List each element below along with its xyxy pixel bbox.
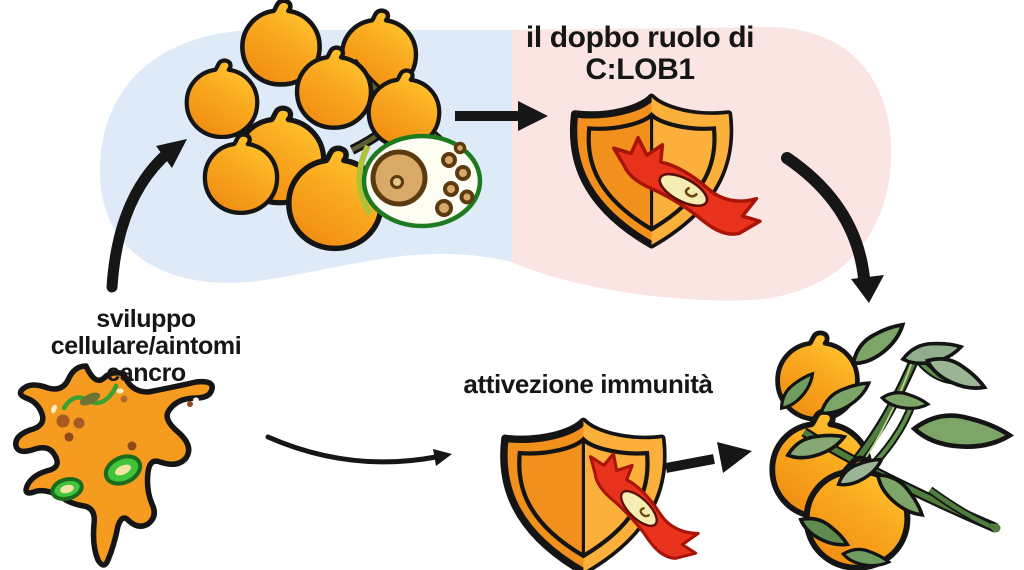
label-cancer-development: sviluppo cellulare/aintomi cancro (0, 306, 292, 387)
arrows-layer (106, 101, 884, 473)
orange-cross-section (356, 133, 483, 229)
arrow-down-curve-icon (781, 152, 884, 303)
diagram-title: il dopbo ruolo di C:LOB1 (525, 21, 755, 87)
orange-cluster-illustration (187, 1, 483, 249)
arrow-right-bottom-icon (665, 442, 752, 473)
arrow-right-top-icon (455, 101, 548, 131)
label-immune-activation: attivezione immunità (463, 369, 713, 399)
orange-branch-illustration (772, 314, 1011, 570)
arrow-thin-curve-icon (265, 434, 452, 466)
arrow-up-curve-icon (106, 139, 187, 293)
cancer-cell-illustration (13, 363, 215, 568)
label-cancer-line1: sviluppo cellulare/aintomi (50, 305, 242, 360)
label-cancer-line2: cancro (106, 359, 186, 387)
